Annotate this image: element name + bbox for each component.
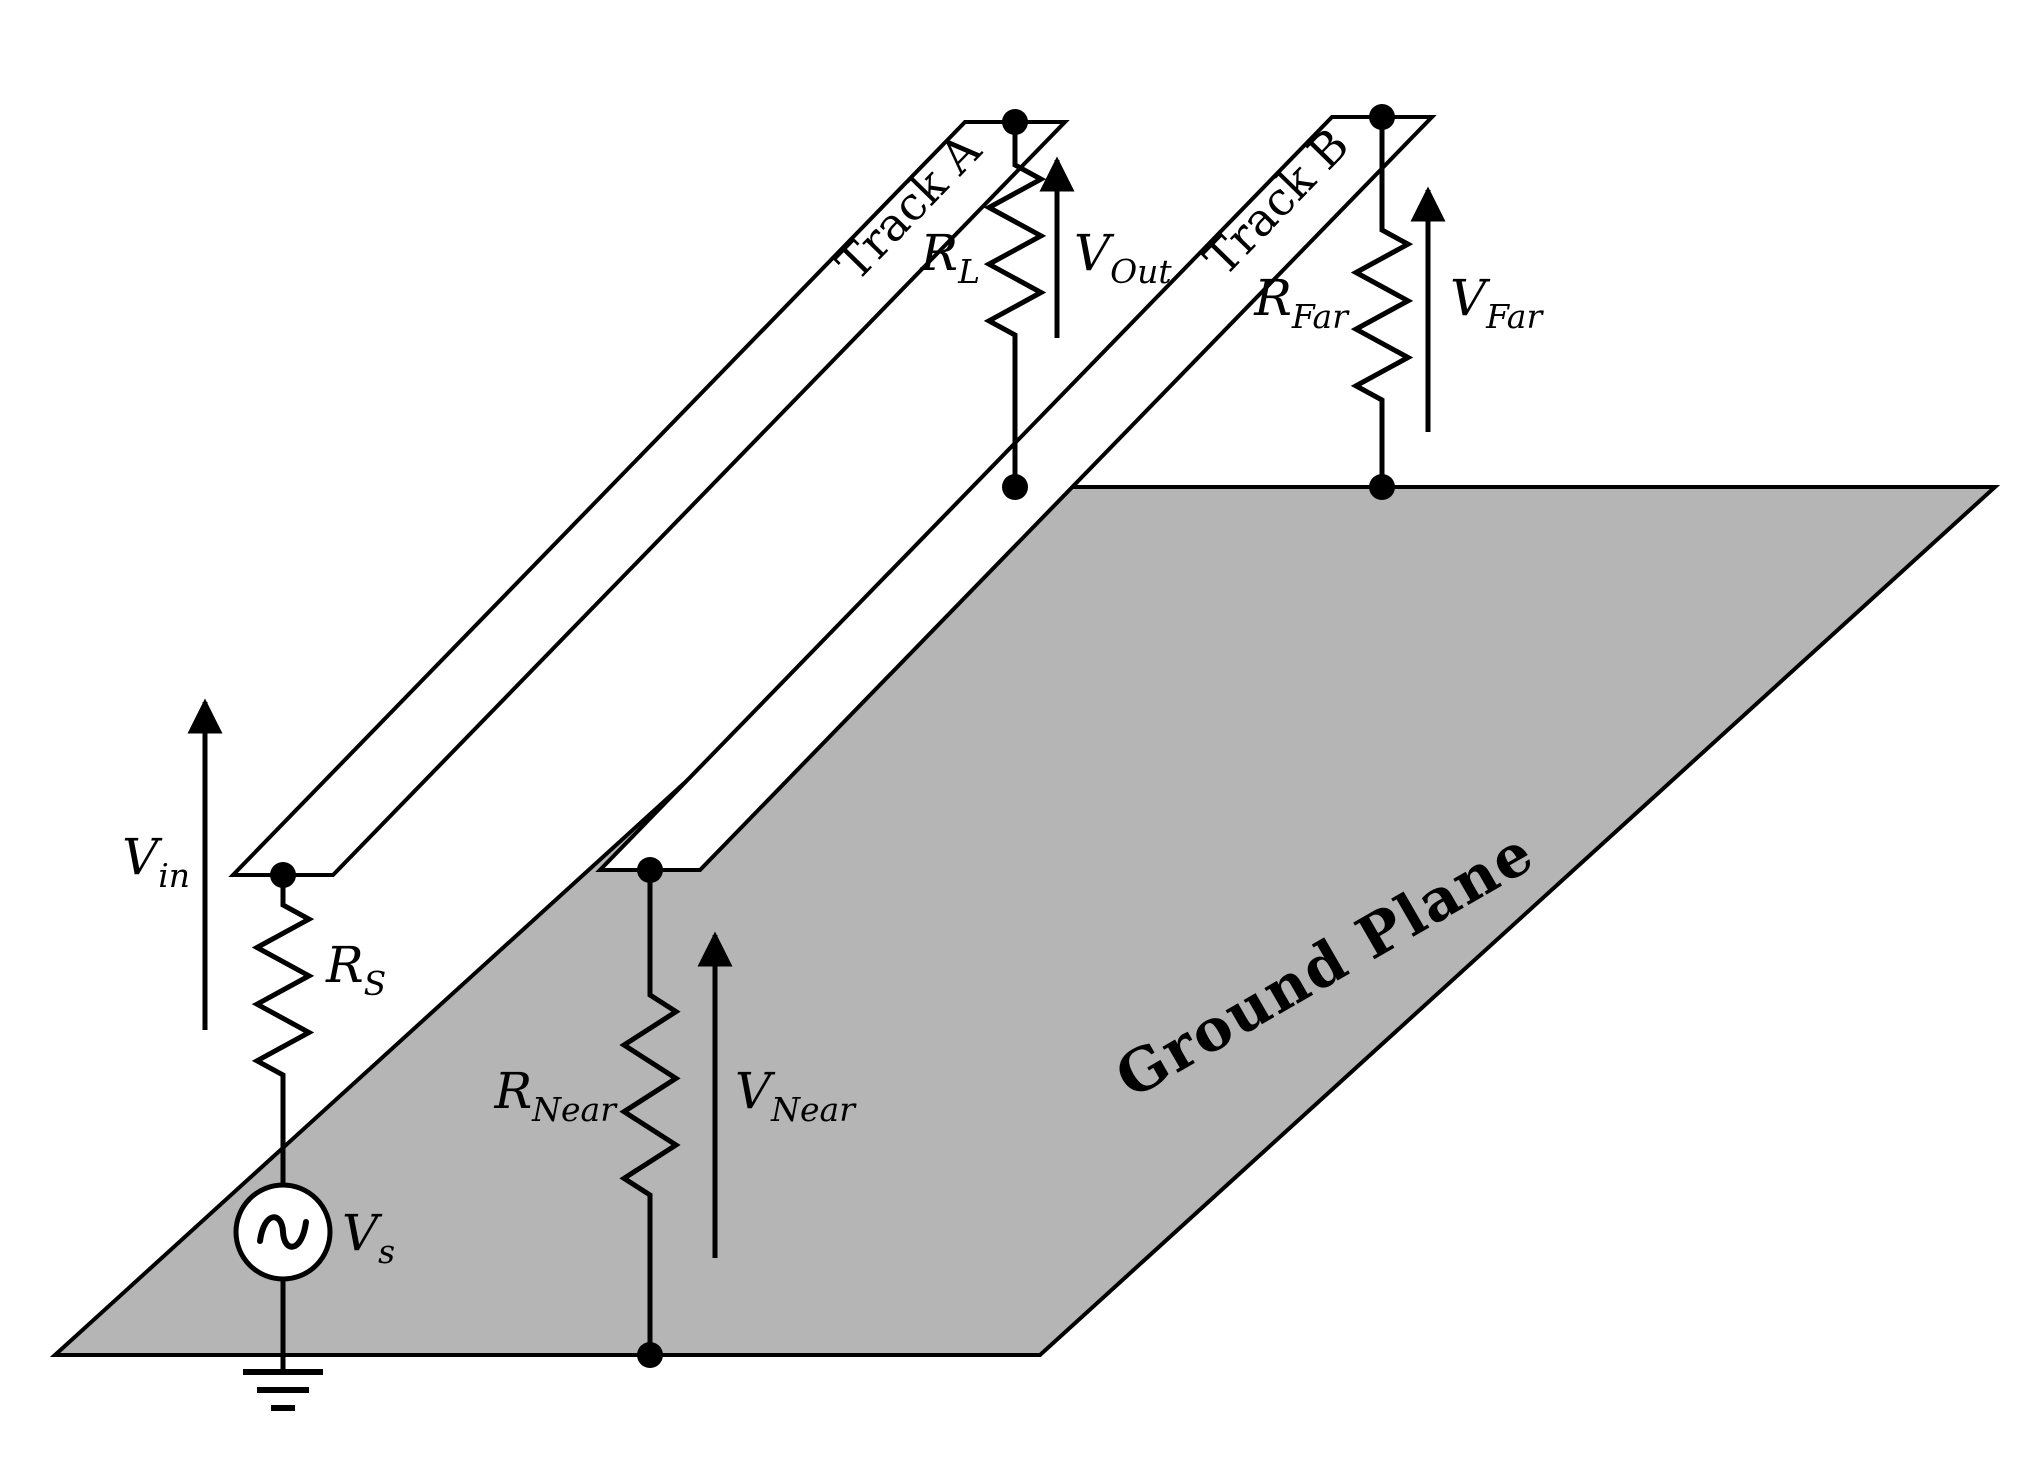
resistor-rs (251, 875, 315, 1185)
node-rnear-ground (637, 1342, 663, 1368)
label-vnear: VNear (735, 1062, 857, 1129)
label-vfar: VFar (1450, 269, 1544, 336)
node-track-b-far (1369, 104, 1395, 130)
node-track-a-far (1002, 109, 1028, 135)
node-track-a-near (270, 862, 296, 888)
ground-symbol-icon (243, 1369, 323, 1411)
node-rfar-ground (1369, 474, 1395, 500)
label-vout: VOut (1074, 224, 1172, 291)
node-rl-ground (1002, 474, 1028, 500)
resistor-rl (983, 122, 1047, 487)
resistor-rfar (1350, 117, 1414, 487)
label-rl: RL (919, 224, 980, 291)
label-vs: Vs (342, 1204, 395, 1271)
node-track-b-near (637, 857, 663, 883)
label-vin: Vin (122, 828, 190, 895)
sine-icon (257, 1214, 309, 1250)
resistor-rnear (619, 870, 681, 1355)
label-rfar: RFar (1253, 269, 1350, 336)
label-rs: RS (325, 936, 386, 1003)
label-rnear: RNear (493, 1062, 618, 1129)
track-a (228, 120, 1070, 877)
